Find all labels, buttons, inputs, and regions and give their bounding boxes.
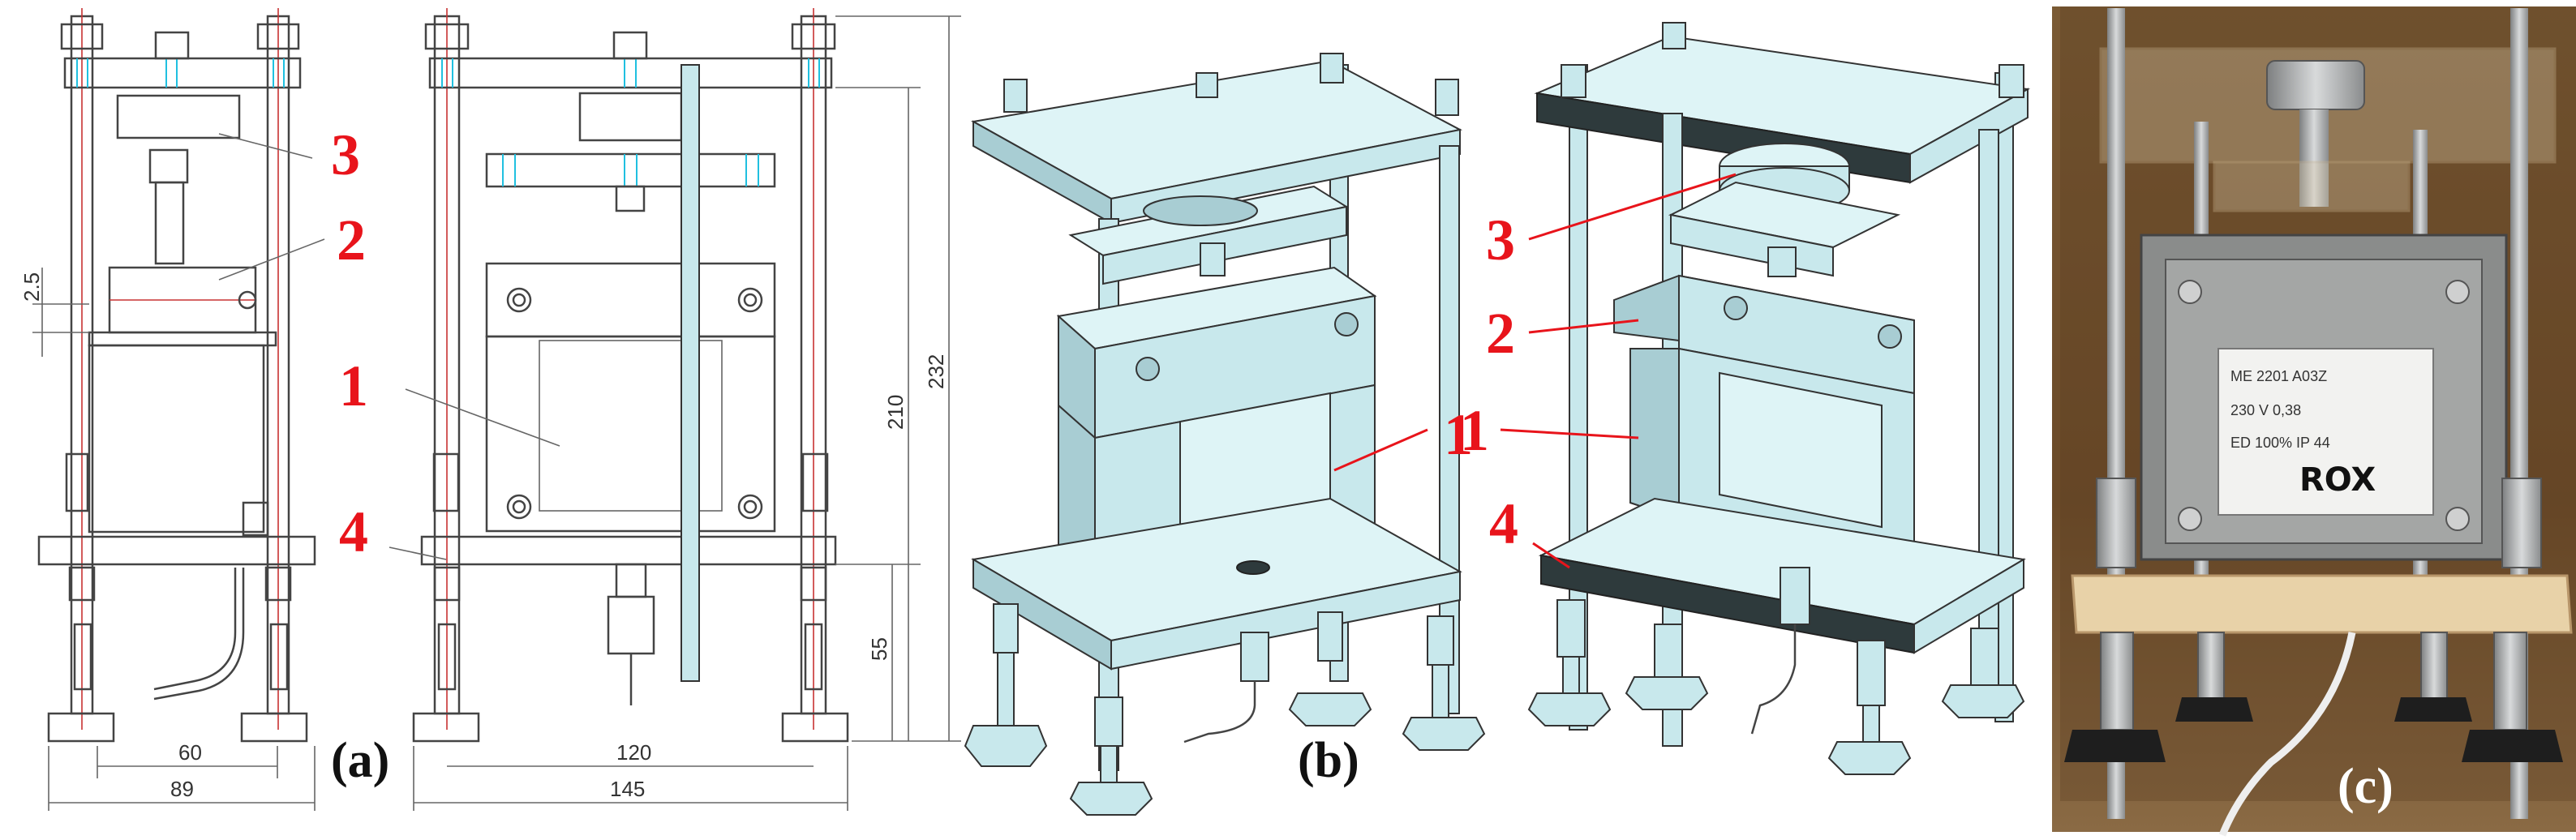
front-view-drawing: 120 145 210 232 55 1 4 bbox=[339, 8, 961, 811]
callout-3-model-right: 3 bbox=[1486, 208, 1515, 272]
callout-1-model-right: 1 bbox=[1460, 398, 1489, 463]
nameplate bbox=[2218, 348, 2434, 516]
dim-base-height: 55 bbox=[867, 637, 891, 661]
transformer-body-1 bbox=[88, 344, 265, 534]
panel-b-3d-models: 1 (b) bbox=[680, 22, 2031, 816]
dim-gap: 2.5 bbox=[19, 272, 44, 302]
side-view-drawing: 2.5 60 89 3 2 bbox=[19, 8, 366, 811]
panel-b-label: (b) bbox=[1298, 733, 1359, 788]
photo-load-cell bbox=[2266, 60, 2365, 110]
panel-c-photo: ME 2201 A03Z 230 V 0,38 ED 100% IP 44 RO… bbox=[2052, 6, 2576, 837]
load-cell-3 bbox=[116, 94, 241, 139]
dim-side-inner-width: 60 bbox=[178, 740, 202, 765]
dim-total-height: 232 bbox=[924, 354, 948, 389]
dim-front-outer-width: 145 bbox=[610, 777, 645, 801]
dim-front-inner-width: 120 bbox=[616, 740, 651, 765]
nameplate-line-3: ED 100% IP 44 bbox=[2230, 435, 2330, 451]
panel-a-label: (a) bbox=[331, 733, 389, 788]
callout-3-side: 3 bbox=[331, 122, 360, 187]
panel-a-technical-drawing: 2.5 60 89 3 2 bbox=[19, 8, 961, 811]
callout-1-front: 1 bbox=[339, 354, 368, 418]
callout-2-side: 2 bbox=[337, 208, 366, 272]
top-nut-left bbox=[60, 23, 104, 50]
model-left: 1 bbox=[680, 53, 1486, 816]
top-nut-right bbox=[256, 23, 300, 50]
callout-4-front: 4 bbox=[339, 499, 368, 564]
foot-right bbox=[240, 712, 308, 743]
dim-height-210: 210 bbox=[883, 395, 908, 430]
front-bottom-plate bbox=[420, 535, 837, 566]
dim-side-outer-width: 89 bbox=[170, 777, 194, 801]
front-top-plate bbox=[428, 57, 833, 89]
nameplate-line-2: 230 V 0,38 bbox=[2230, 402, 2301, 418]
callout-2-model-right: 2 bbox=[1486, 301, 1515, 366]
panel-c-label: (c) bbox=[2338, 759, 2394, 814]
callout-1-model-left: 1 bbox=[1444, 402, 1473, 467]
callout-4-model-right: 4 bbox=[1489, 491, 1518, 556]
front-transformer bbox=[485, 335, 776, 533]
nameplate-line-1: ME 2201 A03Z bbox=[2230, 368, 2327, 384]
foot-left bbox=[47, 712, 115, 743]
nameplate-brand: ROX bbox=[2299, 461, 2376, 499]
model-right: 3 2 1 4 bbox=[1460, 22, 2031, 775]
front-load-cell bbox=[578, 92, 683, 142]
bottom-plate-4 bbox=[37, 535, 316, 566]
wooden-base bbox=[2071, 574, 2573, 634]
top-plate bbox=[63, 57, 302, 89]
